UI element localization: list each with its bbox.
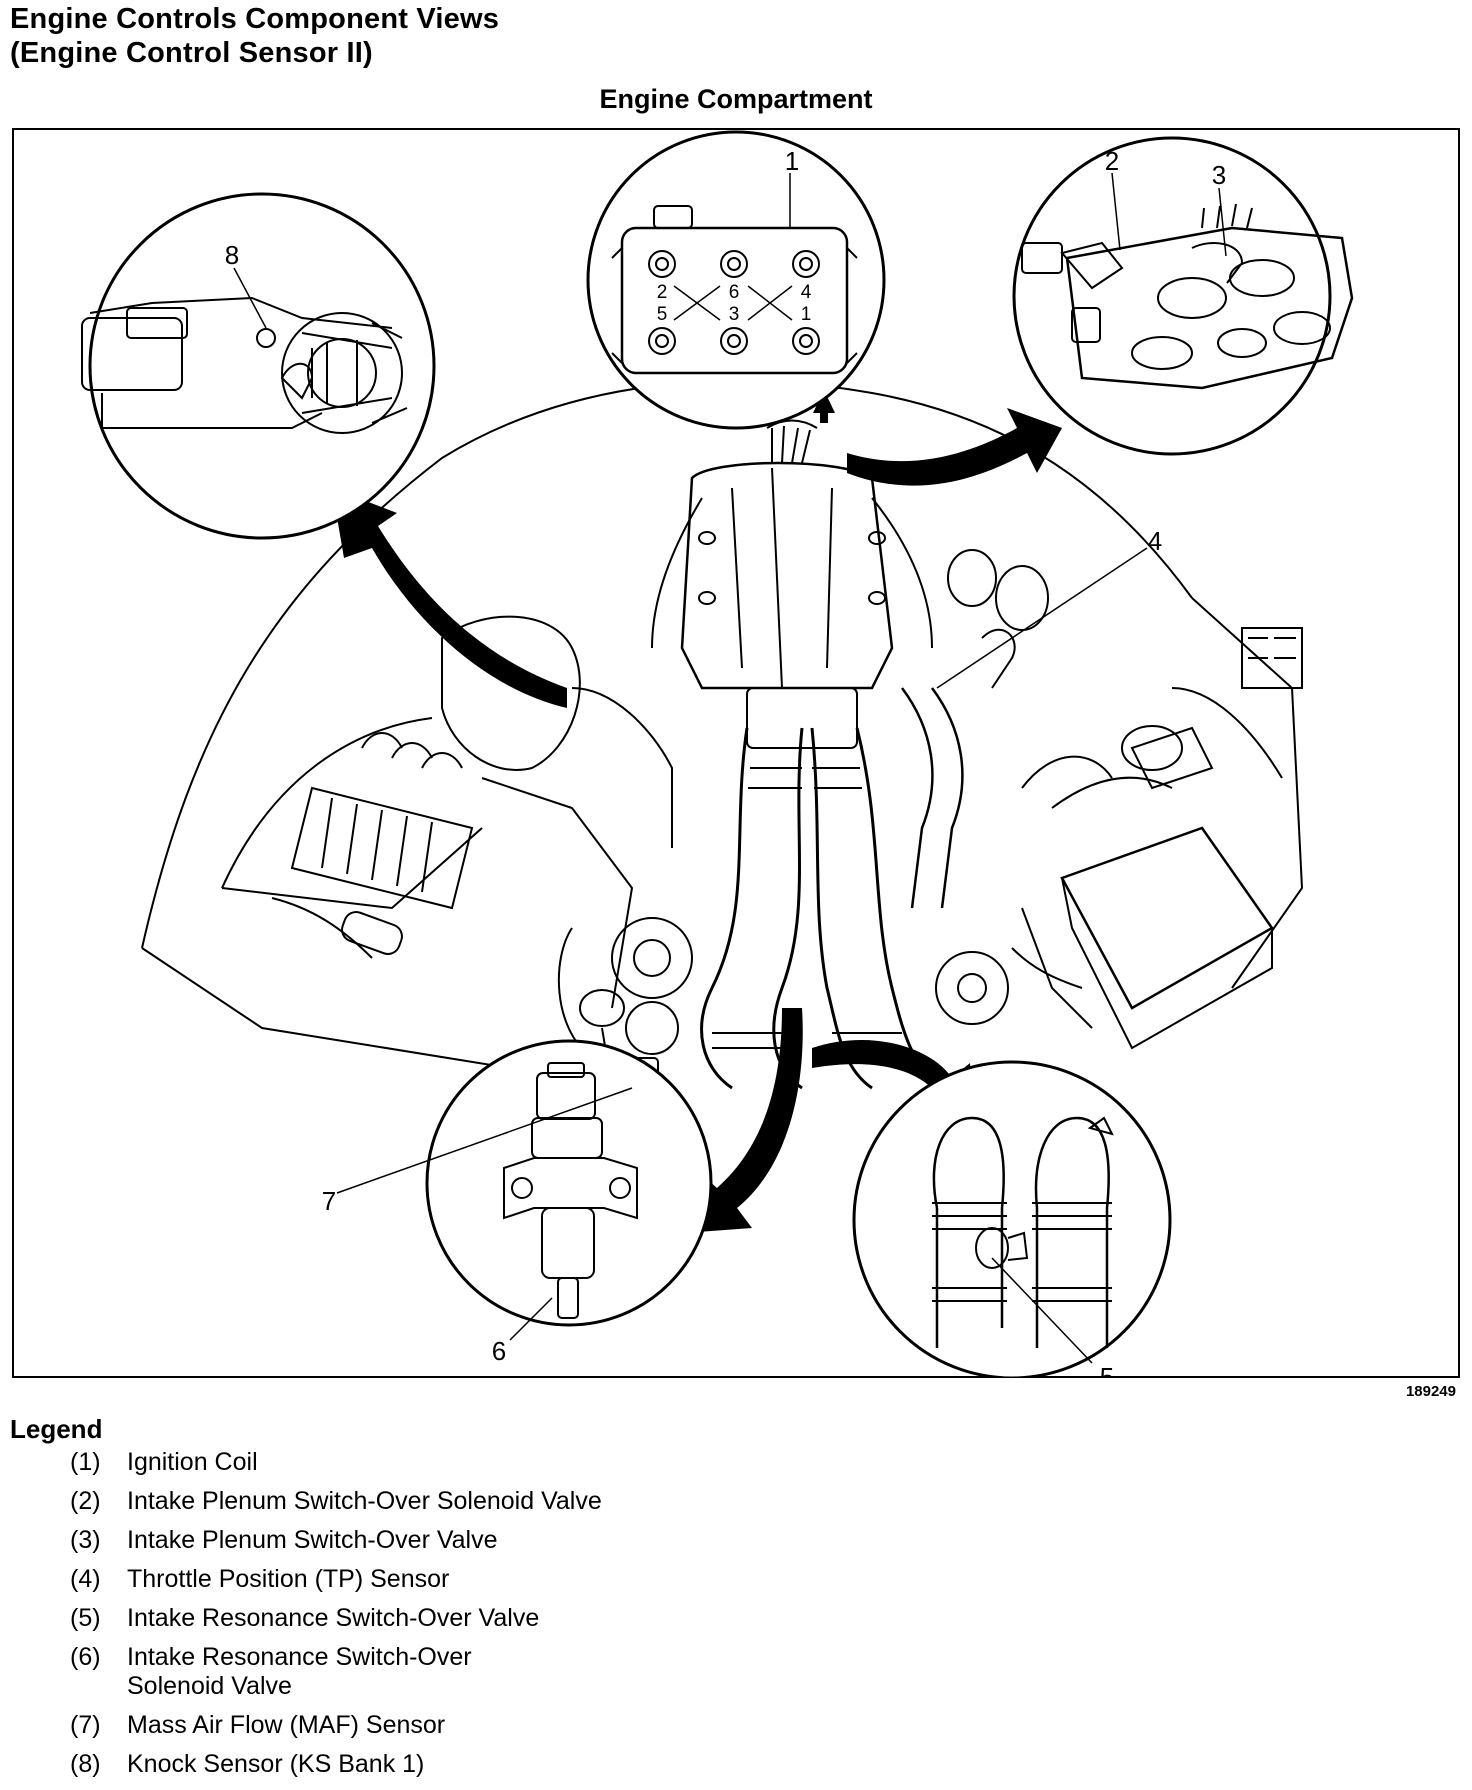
coil-number-5: 5 (657, 304, 668, 325)
callout-numbers: 1 2 3 4 5 6 7 8 (225, 146, 1226, 1378)
title-line-1: Engine Controls Component Views (10, 3, 500, 35)
legend-item-text: Mass Air Flow (MAF) Sensor (127, 1711, 446, 1739)
coil-cylinder-numbers: 2 6 4 5 3 1 (657, 282, 812, 325)
figure-id: 189249 (1405, 1383, 1456, 1400)
coil-number-6: 6 (729, 282, 740, 303)
legend-item-number: (1) (70, 1448, 101, 1476)
callout-4: 4 (1148, 526, 1162, 556)
callout-6: 6 (492, 1336, 506, 1366)
legend-item-text: Intake Plenum Switch-Over Valve (127, 1526, 498, 1554)
legend-item-text: Knock Sensor (KS Bank 1) (127, 1750, 425, 1778)
engine-compartment-figure: 2 6 4 5 3 1 (12, 128, 1460, 1378)
legend-item-text: Ignition Coil (127, 1448, 258, 1476)
inset-knock-sensor (81, 192, 436, 540)
callout-8: 8 (225, 240, 239, 270)
callout-1: 1 (785, 146, 799, 176)
legend-item: (3) Intake Plenum Switch-Over Valve (70, 1526, 727, 1555)
legend-item-number: (2) (70, 1487, 101, 1515)
legend-item-number: (3) (70, 1526, 101, 1554)
page-title: Engine Controls Component Views (Engine … (10, 2, 499, 70)
inset-ignition-coil (586, 130, 886, 430)
inset-resonance-valve (852, 1060, 1172, 1378)
leader-lines (336, 547, 1148, 1194)
callout-5: 5 (1100, 1362, 1114, 1378)
figure-frame (12, 128, 1460, 1378)
legend-item-text: Intake Resonance Switch-Over Valve (127, 1604, 540, 1632)
legend-list: (1) Ignition Coil (2) Intake Plenum Switch… (70, 1448, 727, 1789)
coil-number-3: 3 (729, 304, 740, 325)
coil-number-1: 1 (801, 304, 812, 325)
legend-item-number: (6) (70, 1643, 101, 1671)
legend-item-number: (4) (70, 1565, 101, 1593)
legend-item: (2) Intake Plenum Switch-Over Solenoid Va… (70, 1487, 727, 1516)
callout-3: 3 (1212, 160, 1226, 190)
legend-title: Legend (10, 1414, 103, 1444)
legend-item: (1) Ignition Coil (70, 1448, 727, 1477)
legend-item-number: (8) (70, 1750, 101, 1778)
legend-item-number: (5) (70, 1604, 101, 1632)
legend-item: (6) Intake Resonance Switch-Over Solenoid… (70, 1643, 727, 1701)
callout-2: 2 (1105, 146, 1119, 176)
inset-resonance-solenoid (425, 1039, 713, 1341)
legend-item-text: Throttle Position (TP) Sensor (127, 1565, 450, 1593)
arrow-to-ignition-coil-view (813, 390, 835, 423)
inset-intake-plenum (1012, 136, 1354, 456)
legend-item: (7) Mass Air Flow (MAF) Sensor (70, 1711, 727, 1740)
arrow-to-knock-sensor-view (332, 488, 567, 708)
legend-item-text: Intake Plenum Switch-Over Solenoid Valve (127, 1487, 602, 1515)
coil-number-4: 4 (801, 282, 812, 303)
coil-number-2: 2 (657, 282, 668, 303)
title-line-2: (Engine Control Sensor II) (10, 37, 373, 69)
legend-item: (5) Intake Resonance Switch-Over Valve (70, 1604, 727, 1633)
legend-item-text: Intake Resonance Switch-Over Solenoid Va… (127, 1643, 472, 1700)
arrow-to-plenum-valve-view (847, 408, 1062, 486)
legend-item: (4) Throttle Position (TP) Sensor (70, 1565, 727, 1594)
figure-subtitle: Engine Compartment (599, 84, 873, 114)
legend-item: (8) Knock Sensor (KS Bank 1) (70, 1750, 727, 1779)
callout-7: 7 (322, 1186, 336, 1216)
legend-item-number: (7) (70, 1711, 101, 1739)
